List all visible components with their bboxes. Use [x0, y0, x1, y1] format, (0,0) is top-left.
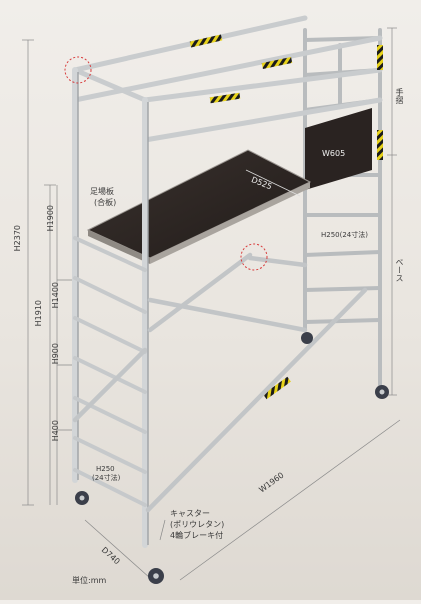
handrail-label: 手摺: [395, 88, 404, 104]
panel-width-label: W605: [322, 149, 346, 158]
highlight-circles: [64, 56, 268, 271]
deck-board: [86, 149, 312, 259]
h1910-label: H1910: [34, 300, 43, 327]
far-frame: [303, 28, 382, 387]
h250-front-label: H250: [96, 465, 115, 473]
h400-label: H400: [51, 420, 60, 442]
braces: [72, 252, 368, 513]
caster-label: キャスター: [170, 509, 210, 518]
deck-dimension-arrow: [245, 169, 301, 197]
unit-label: 単位:mm: [72, 576, 107, 585]
ladder-rungs: [73, 236, 147, 507]
caster-brake-label: 4輪ブレーキ付: [170, 531, 224, 540]
h1900-label: H1900: [46, 205, 55, 232]
casters: [75, 332, 389, 584]
dimension-lines: [22, 27, 401, 581]
h250-side-label: H250(24寸法): [321, 231, 368, 239]
overall-height-label: H2370: [13, 225, 22, 252]
caster-sub-label: (ポリウレタン): [170, 520, 225, 529]
h1400-label: H1400: [51, 282, 60, 309]
back-panel: [305, 108, 372, 190]
base-label: ベース: [395, 258, 404, 282]
deck-sub-label: (合板): [94, 198, 117, 207]
h250-front-sub-label: (24寸法): [92, 474, 121, 482]
top-rails: [72, 15, 383, 143]
h900-label: H900: [51, 343, 60, 365]
deck-label: 足場板: [90, 187, 114, 196]
